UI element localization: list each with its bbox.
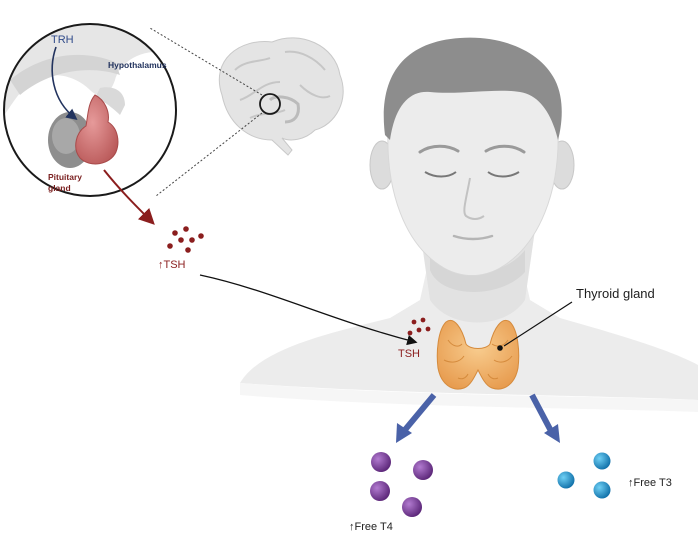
tsh-dots-thyroid [407,317,431,336]
free-t3-label: ↑Free T3 [628,477,672,489]
pituitary-zoom-circle [3,23,177,197]
output-arrow-t4 [396,393,437,443]
t3-spheres [557,452,611,499]
trh-label: TRH [51,34,74,46]
output-arrow-t3 [529,393,560,443]
pituitary-label-line2: gland [48,183,71,193]
tsh-dots-cluster [167,226,204,253]
t4-spheres [370,452,433,517]
free-t4-label: ↑Free T4 [349,521,393,533]
thyroid-gland-label: Thyroid gland [576,286,655,301]
pituitary-label-line1: Pituitary [48,172,82,182]
tsh-label: TSH [398,348,420,360]
hypothalamus-label: Hypothalamus [108,60,167,70]
tsh-up-label: ↑TSH [158,259,186,271]
head-icon [240,37,698,412]
brain-icon [218,37,344,156]
